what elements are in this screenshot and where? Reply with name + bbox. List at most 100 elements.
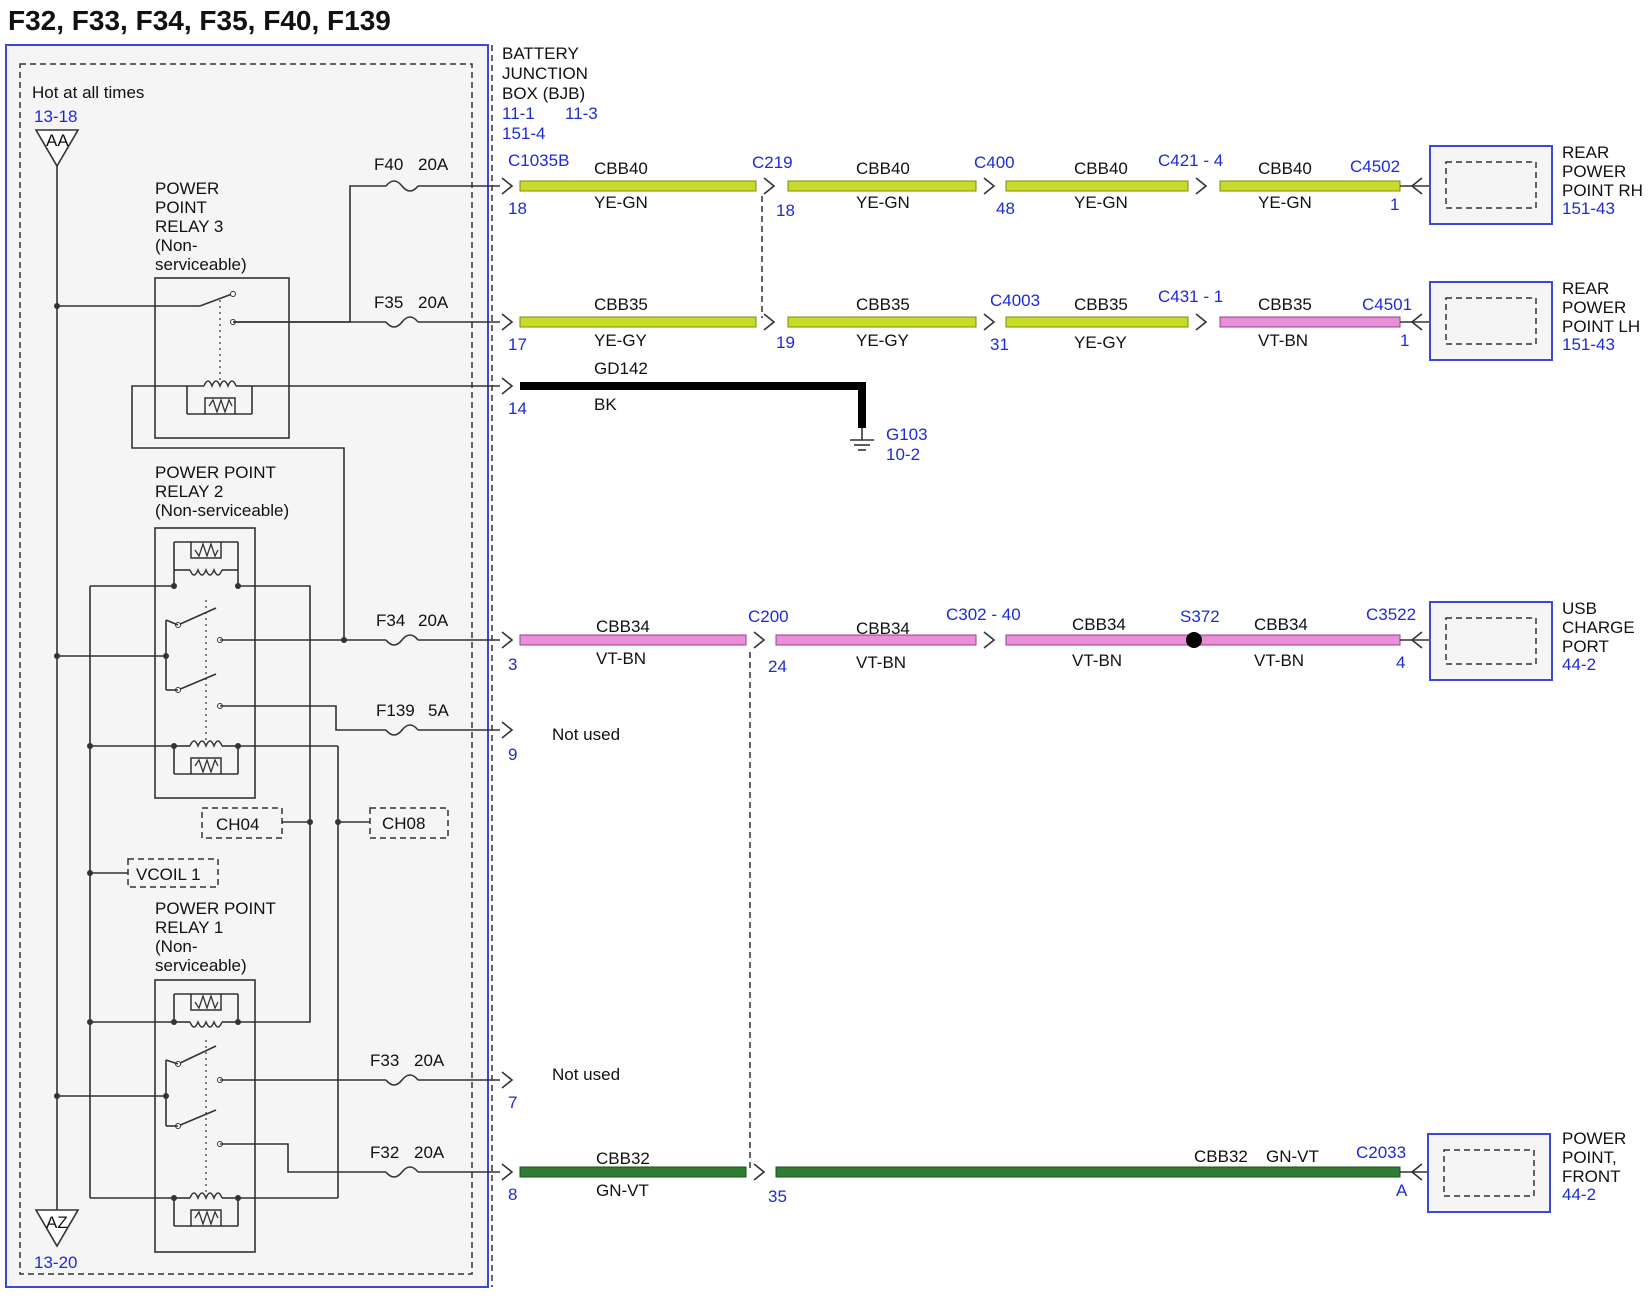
relay2-label-3: (Non-serviceable) bbox=[155, 501, 289, 520]
svg-text:POWER POINT RELAY 1 (N: POWER POINT RELAY 1 (Non- serviceable) bbox=[155, 899, 280, 975]
fuse-f32-rating: 20A bbox=[414, 1143, 445, 1162]
conn-c4502: C4502 bbox=[1350, 157, 1400, 176]
row1-wire-1: CBB40 bbox=[594, 159, 648, 178]
ch04-label: CH04 bbox=[216, 815, 259, 834]
row1-wire-4: CBB40 bbox=[1258, 159, 1312, 178]
relay2-label-2: RELAY 2 bbox=[155, 482, 223, 501]
usb-label-2: CHARGE bbox=[1562, 618, 1635, 637]
row3-pin-1: 3 bbox=[508, 655, 517, 674]
conn-c1035b: C1035B bbox=[508, 151, 569, 170]
conn-c4501: C4501 bbox=[1362, 295, 1412, 314]
tag-az-triangle bbox=[34, 1209, 80, 1248]
f139-connector bbox=[501, 721, 514, 739]
row2-wire-3: CBB35 bbox=[1074, 295, 1128, 314]
relay3-label-1: POWER bbox=[155, 179, 219, 198]
row4-wire-1: CBB32 bbox=[596, 1149, 650, 1168]
row4-pin-1: 8 bbox=[508, 1185, 517, 1204]
page-title: F32, F33, F34, F35, F40, F139 bbox=[8, 5, 391, 36]
ch08-junction bbox=[335, 819, 341, 825]
tag-aa-triangle bbox=[34, 129, 80, 168]
row3-wire-4: CBB34 bbox=[1254, 615, 1308, 634]
row2-wire-4: CBB35 bbox=[1258, 295, 1312, 314]
f33-pin: 7 bbox=[508, 1093, 517, 1112]
row2-color-3: YE-GY bbox=[1074, 333, 1127, 352]
vcoil-label: VCOIL 1 bbox=[136, 865, 201, 884]
rear-lh-label-1: REAR bbox=[1562, 279, 1609, 298]
front-ref: 44-2 bbox=[1562, 1185, 1596, 1204]
row2-color-4: VT-BN bbox=[1258, 331, 1308, 350]
fuse-f34-rating: 20A bbox=[418, 611, 449, 630]
ground-wire-color: BK bbox=[594, 395, 617, 414]
rear-rh-ref: 151-43 bbox=[1562, 199, 1615, 218]
row2-pin-4: 1 bbox=[1400, 331, 1409, 350]
front-label-2: POINT, bbox=[1562, 1148, 1617, 1167]
row1-color-3: YE-GN bbox=[1074, 193, 1128, 212]
f33-connector bbox=[501, 1071, 514, 1089]
svg-text:POWER POINT RELAY 2 (N: POWER POINT RELAY 2 (Non-serviceable) bbox=[155, 463, 289, 520]
svg-text:BATTERY JUNCTION BOX (: BATTERY JUNCTION BOX (BJB) bbox=[502, 44, 593, 103]
row1-pin-3: 48 bbox=[996, 199, 1015, 218]
f139-pin: 9 bbox=[508, 745, 517, 764]
row4-wire-2: CBB32 bbox=[1194, 1147, 1248, 1166]
svg-text:USB CHARGE PORT: USB CHARGE PORT bbox=[1562, 599, 1639, 656]
row2-wire-2: CBB35 bbox=[856, 295, 910, 314]
relay3-label-4: (Non- bbox=[155, 236, 198, 255]
component-rear-rh bbox=[1429, 145, 1553, 225]
front-label-1: POWER bbox=[1562, 1129, 1626, 1148]
svg-text:REAR POWER POINT RH: REAR POWER POINT RH bbox=[1562, 143, 1643, 200]
relay3-label-5: serviceable) bbox=[155, 255, 247, 274]
conn-c4003: C4003 bbox=[990, 291, 1040, 310]
tag-aa: AA bbox=[46, 131, 69, 150]
svg-text:POWER POINT RELAY 3: POWER POINT RELAY 3 (Non- serviceable) bbox=[155, 179, 247, 274]
fuse-f40-name: F40 bbox=[374, 155, 403, 174]
row4-pin-3: A bbox=[1396, 1181, 1408, 1200]
row3-wires bbox=[501, 631, 1430, 649]
relay3-label-2: POINT bbox=[155, 198, 207, 217]
conn-c400: C400 bbox=[974, 153, 1015, 172]
bjb-label-1: BATTERY bbox=[502, 44, 579, 63]
relay3-box bbox=[154, 277, 290, 439]
row3-wire-3: CBB34 bbox=[1072, 615, 1126, 634]
ground-name: G103 bbox=[886, 425, 928, 444]
row4-wires bbox=[501, 1163, 1430, 1181]
fuse-f32 bbox=[385, 1166, 500, 1178]
row3-wire-2: CBB34 bbox=[856, 619, 910, 638]
bjb-inner-dashed bbox=[19, 63, 473, 1275]
bjb-label-3: BOX (BJB) bbox=[502, 84, 585, 103]
conn-c302: C302 - 40 bbox=[946, 605, 1021, 624]
conn-c3522: C3522 bbox=[1366, 605, 1416, 624]
usb-ref: 44-2 bbox=[1562, 655, 1596, 674]
ground-wire bbox=[501, 377, 874, 451]
hot-ref: 13-18 bbox=[34, 107, 77, 126]
rear-rh-label-3: POINT RH bbox=[1562, 181, 1643, 200]
fuse-f139-rating: 5A bbox=[428, 701, 449, 720]
row2-pin-2: 19 bbox=[776, 333, 795, 352]
ch08-label: CH08 bbox=[382, 814, 425, 833]
row3-pin-3: 4 bbox=[1396, 653, 1405, 672]
row2-wire-1: CBB35 bbox=[594, 295, 648, 314]
ground-wire-name: GD142 bbox=[594, 359, 648, 378]
row3-wire-1: CBB34 bbox=[596, 617, 650, 636]
relay3-label-3: RELAY 3 bbox=[155, 217, 223, 236]
row4-pin-2: 35 bbox=[768, 1187, 787, 1206]
rear-lh-label-2: POWER bbox=[1562, 298, 1626, 317]
az-ref: 13-20 bbox=[34, 1253, 77, 1272]
bjb-outline bbox=[5, 44, 489, 1288]
f33-not-used: Not used bbox=[552, 1065, 620, 1084]
fuse-f32-name: F32 bbox=[370, 1143, 399, 1162]
row1-pin-2: 18 bbox=[776, 201, 795, 220]
row1-color-2: YE-GN bbox=[856, 193, 910, 212]
ground-ref: 10-2 bbox=[886, 445, 920, 464]
bjb-ref-3: 151-4 bbox=[502, 124, 545, 143]
usb-label-3: PORT bbox=[1562, 637, 1609, 656]
conn-c431: C431 - 1 bbox=[1158, 287, 1223, 306]
relay1-label-4: serviceable) bbox=[155, 956, 247, 975]
front-label-3: FRONT bbox=[1562, 1167, 1621, 1186]
row2-wires bbox=[501, 313, 1430, 331]
fuse-f33-rating: 20A bbox=[414, 1051, 445, 1070]
fuse-f34-name: F34 bbox=[376, 611, 405, 630]
row3-color-1: VT-BN bbox=[596, 649, 646, 668]
row1-color-1: YE-GN bbox=[594, 193, 648, 212]
row3-pin-2: 24 bbox=[768, 657, 787, 676]
relay2-internals bbox=[54, 541, 386, 1199]
